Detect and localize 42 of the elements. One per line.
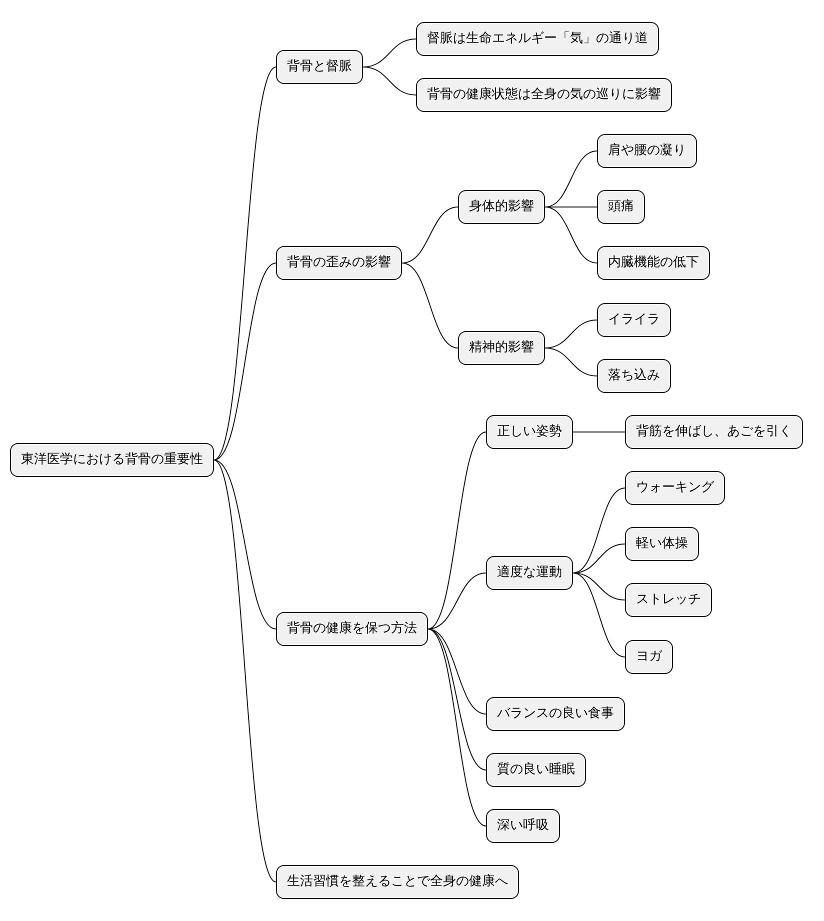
topic-box: 身体的影響 [458, 190, 545, 224]
connector-line [428, 628, 486, 714]
connector-line [572, 572, 626, 600]
topic-box: 軽い体操 [625, 527, 699, 561]
connector-line [428, 628, 486, 826]
topic-box: ヨガ [625, 640, 673, 674]
connector-line [544, 206, 598, 264]
topic-box: ストレッチ [625, 583, 712, 617]
connector-line [362, 66, 416, 96]
connector-line [572, 488, 626, 574]
topic-box: 生活習慣を整えることで全身の健康へ [276, 865, 519, 899]
connector-line [544, 348, 598, 376]
topic-box: イライラ [597, 303, 671, 337]
topic-box: 適度な運動 [486, 556, 573, 590]
topic-box: バランスの良い食事 [486, 697, 625, 731]
topic-box: 落ち込み [597, 359, 671, 393]
connector-line [214, 460, 276, 630]
topic-box: 肩や腰の凝り [597, 134, 697, 168]
topic-box: 背筋を伸ばし、あごを引く [625, 415, 803, 449]
connector-line [572, 572, 626, 658]
topic-box: 質の良い睡眠 [486, 753, 586, 787]
topic-box: 背骨の健康を保つ方法 [276, 612, 428, 646]
connector-line [402, 262, 458, 348]
connector-line [214, 460, 276, 882]
connector-line [214, 66, 276, 460]
connector-line [428, 628, 486, 770]
topic-box: 精神的影響 [458, 331, 545, 365]
topic-box: 背骨の健康状態は全身の気の巡りに影響 [416, 78, 672, 112]
connector-line [428, 432, 486, 630]
topic-box: 背骨の歪みの影響 [276, 246, 402, 280]
connector-line [428, 572, 486, 630]
connector-line [402, 206, 458, 264]
topic-box: 内臓機能の低下 [597, 246, 710, 280]
topic-box: 深い呼吸 [486, 809, 560, 843]
topic-box: 督脈は生命エネルギー「気」の通り道 [416, 22, 659, 56]
topic-box: 正しい姿勢 [486, 415, 573, 449]
root-topic-box: 東洋医学における背骨の重要性 [10, 443, 214, 477]
connector-line [544, 150, 598, 208]
topic-box: 頭痛 [597, 190, 645, 224]
topic-box: 背骨と督脈 [276, 50, 363, 84]
topic-box: ウォーキング [625, 471, 725, 505]
connector-line [214, 262, 276, 460]
